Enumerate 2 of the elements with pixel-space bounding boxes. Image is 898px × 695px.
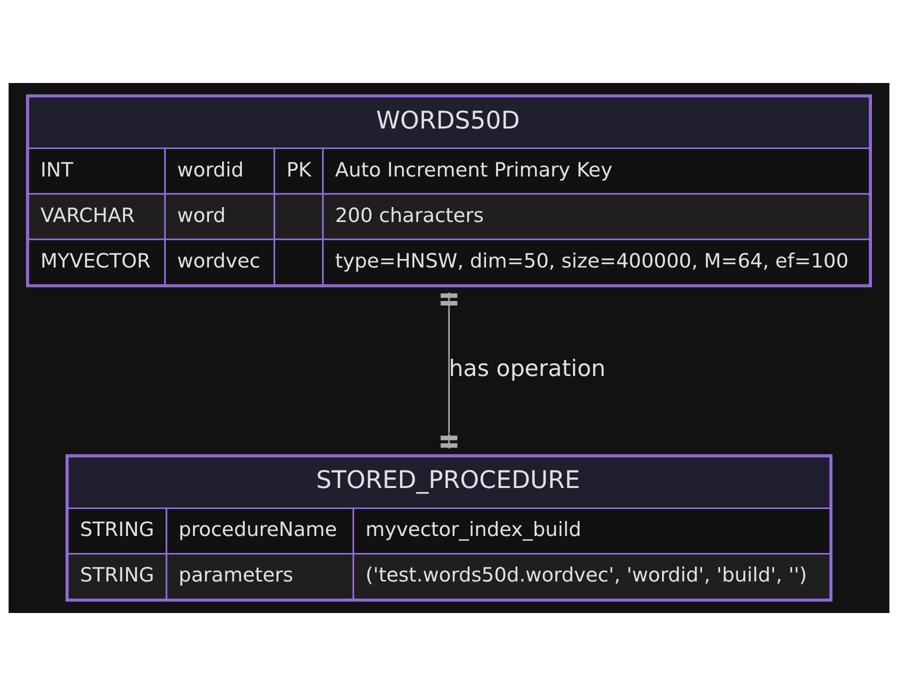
connector [440,292,458,448]
edge-label: has operation [448,356,606,382]
